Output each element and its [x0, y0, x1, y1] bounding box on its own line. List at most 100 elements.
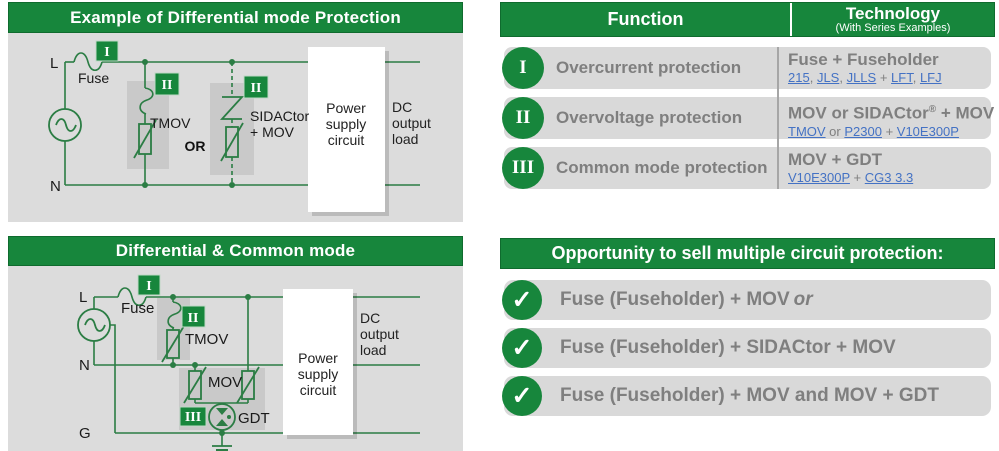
technology-subtitle: (With Series Examples)	[835, 22, 951, 34]
differential-common-mode-title: Differential & Common mode	[8, 236, 463, 266]
dc-output-label: output	[360, 326, 399, 342]
badge-overvoltage-tmov: II	[154, 72, 180, 96]
function-technology-table: Function Technology (With Series Example…	[500, 2, 995, 197]
function-label: Overvoltage protection	[556, 108, 743, 127]
text-segment: +	[876, 70, 892, 85]
text-segment: MOV or SIDACtor	[788, 103, 929, 123]
power-supply-label: supply	[298, 366, 338, 382]
opportunity-text: Fuse (Fuseholder) + MOV and MOV + GDT	[560, 376, 939, 416]
badge-overcurrent: I	[137, 274, 161, 296]
sidactor-symbol	[219, 96, 245, 120]
text-segment: ,	[839, 70, 847, 85]
text-segment: ,	[912, 70, 920, 85]
sidactor-label: SIDACtor	[250, 108, 309, 124]
badge-overcurrent: I	[95, 40, 119, 62]
row-bar	[504, 97, 991, 139]
badge-overcurrent-label: I	[104, 45, 109, 60]
line-label-l: L	[50, 55, 58, 72]
column-header-technology: Technology (With Series Examples)	[792, 3, 994, 36]
technology-title-text: Fuse + Fuseholder	[788, 50, 993, 70]
text-segment: Fuse (Fuseholder) + SIDACtor + MOV	[560, 337, 896, 358]
junction-dot	[142, 182, 148, 188]
line-label-n: N	[50, 178, 61, 195]
mov-label: MOV	[208, 374, 242, 391]
technology-title-text: MOV + GDT	[788, 150, 993, 170]
ac-source-icon	[77, 308, 111, 342]
table-row: II Overvoltage protection MOV or SIDACto…	[500, 97, 995, 139]
series-link[interactable]: V10E300P	[896, 123, 959, 139]
dc-output-label: load	[392, 131, 418, 147]
series-links: TMOV or P2300 + V10E300P	[788, 124, 993, 139]
mov-varistor-symbol	[183, 366, 207, 404]
gdt-label: GDT	[238, 410, 270, 427]
technology-cell: MOV or SIDACtor® + MOV TMOV or P2300 + V…	[788, 100, 995, 139]
function-label: Common mode protection	[556, 158, 768, 177]
row-bar	[504, 47, 991, 89]
series-link[interactable]: P2300	[844, 123, 882, 139]
power-supply-box	[283, 289, 353, 435]
power-supply-label: circuit	[328, 132, 365, 148]
column-header-function: Function	[501, 3, 792, 36]
circuit-differential-mode: Power supply circuit DC output load I II…	[48, 40, 431, 216]
row-bar	[504, 376, 991, 416]
junction-dot	[192, 362, 198, 368]
series-link[interactable]: TMOV	[788, 123, 826, 139]
roman-numeral-badge: II	[502, 97, 544, 139]
series-link[interactable]: LFJ	[919, 70, 942, 85]
technology-title: Technology	[845, 4, 941, 23]
opportunity-title: Opportunity to sell multiple circuit pro…	[500, 238, 995, 269]
sidactor-mov-varistor-symbol	[220, 122, 244, 162]
text-segment: +	[849, 170, 865, 185]
badge-overvoltage-label: II	[188, 311, 199, 326]
text-segment: or	[825, 123, 845, 139]
series-link[interactable]: V10E300P	[788, 170, 850, 185]
series-link[interactable]: JLLS	[846, 70, 877, 85]
badge-common-mode: III	[179, 406, 207, 427]
table-header: Function Technology (With Series Example…	[500, 2, 995, 37]
table-row: I Overcurrent protection Fuse + Fusehold…	[500, 47, 995, 89]
panel-differential-mode: Power supply circuit DC output load I II…	[8, 2, 463, 222]
text-segment: + MOV	[936, 103, 995, 123]
power-supply-box	[308, 47, 385, 212]
thermal-element-symbol	[139, 87, 154, 115]
junction-dot	[229, 182, 235, 188]
badge-overcurrent-label: I	[146, 279, 151, 294]
table-row: III Common mode protection MOV + GDT V10…	[500, 147, 995, 189]
series-links: 215, JLS, JLLS + LFT, LFJ	[788, 70, 993, 85]
fuse-symbol	[117, 287, 147, 307]
panel-differential-common-mode: Power supply circuit DC output load I II…	[8, 236, 463, 451]
junction-dot	[229, 59, 235, 65]
power-supply-label: circuit	[300, 382, 337, 398]
opportunity-text: Fuse (Fuseholder) + SIDACtor + MOV	[560, 328, 896, 368]
series-link[interactable]: JLS	[816, 70, 840, 85]
row-bar	[504, 280, 991, 320]
checkmark-icon: ✓	[502, 280, 542, 320]
fuse-label: Fuse	[78, 70, 109, 86]
row-bar	[504, 328, 991, 368]
earth-ground-icon	[212, 445, 232, 451]
junction-dot	[219, 430, 225, 436]
or-label: OR	[185, 138, 206, 154]
differential-mode-title: Example of Differential mode Protection	[8, 2, 463, 33]
series-link[interactable]: 215	[788, 70, 810, 85]
power-supply-label: Power	[298, 350, 338, 366]
badge-overvoltage: II	[181, 305, 206, 328]
badge-overvoltage-label: II	[251, 81, 262, 96]
sidactor-mov-label: + MOV	[250, 124, 295, 140]
series-link[interactable]: LFT	[891, 70, 913, 85]
series-link[interactable]: CG3 3.3	[864, 170, 914, 185]
text-segment: Fuse + Fuseholder	[788, 50, 939, 69]
power-supply-label: Power	[326, 100, 366, 116]
ac-source-icon	[48, 108, 82, 142]
registered-mark: ®	[928, 104, 937, 115]
column-divider	[777, 47, 779, 189]
dc-output-label: load	[360, 342, 386, 358]
tmov-varistor-symbol	[161, 325, 185, 363]
line-label-g: G	[79, 425, 91, 442]
function-label: Overcurrent protection	[556, 58, 742, 77]
checkmark-icon: ✓	[502, 328, 542, 368]
technology-title-text: MOV or SIDACtor® + MOV	[788, 100, 995, 124]
opportunity-panel: Opportunity to sell multiple circuit pro…	[500, 238, 995, 451]
